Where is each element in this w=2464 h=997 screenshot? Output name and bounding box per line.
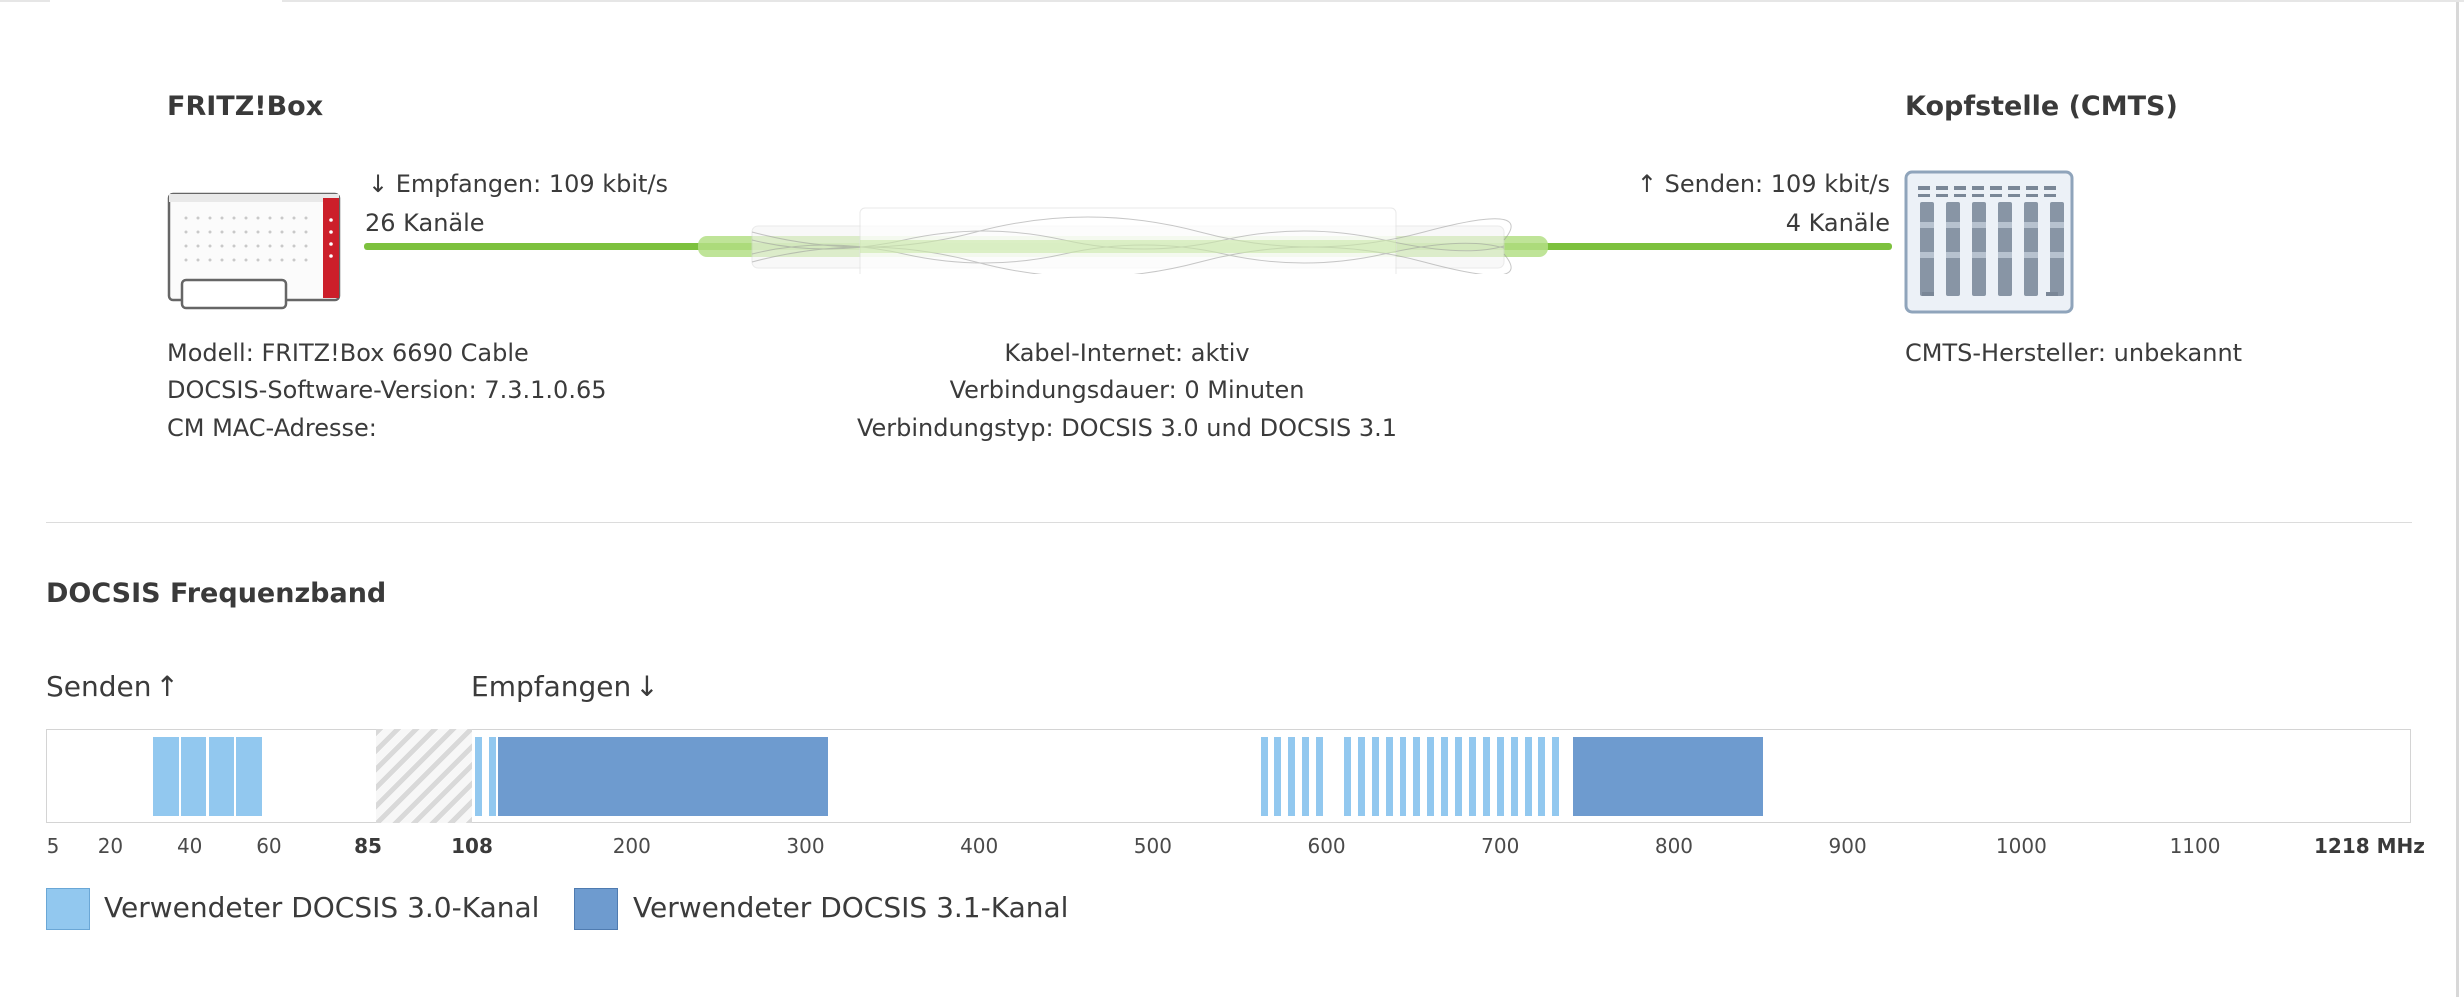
- downstream-docsis30-channel: [475, 737, 483, 816]
- downstream-docsis30-channel: [1427, 737, 1435, 816]
- docsis-version-text: DOCSIS-Software-Version: 7.3.1.0.65: [167, 376, 607, 404]
- legend-docsis31-swatch: [574, 888, 618, 930]
- band-title: DOCSIS Frequenzband: [46, 578, 387, 609]
- downstream-docsis30-channel: [1441, 737, 1449, 816]
- cmts-vendor: CMTS-Hersteller: unbekannt: [1905, 339, 2243, 367]
- arrow-up-icon: ↑: [155, 670, 179, 703]
- cmts-headend-icon: [1904, 170, 2074, 314]
- fritzbox-router-icon: [167, 192, 341, 310]
- active-tab-indicator: [50, 0, 282, 2]
- receive-band-label: Empfangen↓: [471, 670, 659, 703]
- mac-address-text: CM MAC-Adresse:: [167, 414, 377, 442]
- downstream-docsis30-channel: [1455, 737, 1463, 816]
- top-border: [0, 0, 2464, 2]
- downstream-docsis30-channel: [1316, 737, 1324, 816]
- downstream-docsis30-channel: [1482, 737, 1490, 816]
- legend-docsis31-label: Verwendeter DOCSIS 3.1-Kanal: [633, 891, 1069, 924]
- send-channels: 4 Kanäle: [1785, 209, 1890, 237]
- router-red-panel: [323, 198, 339, 298]
- downstream-docsis30-channel: [1524, 737, 1532, 816]
- downstream-docsis31-channel: [498, 737, 829, 816]
- downstream-docsis30-channel: [1274, 737, 1282, 816]
- cable-connection-graphic: [364, 207, 1892, 274]
- cmts-title: Kopfstelle (CMTS): [1905, 91, 2178, 122]
- section-divider: [46, 522, 2412, 523]
- axis-tick-label: 900: [1828, 834, 1867, 858]
- arrow-down-icon: ↓: [368, 170, 389, 198]
- downstream-docsis30-channel: [1371, 737, 1379, 816]
- send-band-label: Senden↑: [46, 670, 179, 703]
- axis-tick-label: 200: [612, 834, 651, 858]
- downstream-docsis30-channel: [1496, 737, 1504, 816]
- axis-tick-label: 300: [786, 834, 825, 858]
- axis-tick-label: 400: [960, 834, 999, 858]
- receive-channels: 26 Kanäle: [365, 209, 485, 237]
- model-text: Modell: FRITZ!Box 6690 Cable: [167, 339, 529, 367]
- downstream-docsis30-channel: [1260, 737, 1268, 816]
- axis-tick-label: 20: [97, 834, 124, 858]
- legend-docsis30-label: Verwendeter DOCSIS 3.0-Kanal: [104, 891, 540, 924]
- legend-docsis30-swatch: [46, 888, 90, 930]
- arrow-up-icon: ↑: [1636, 170, 1657, 198]
- connection-status: Kabel-Internet: aktiv: [1004, 339, 1250, 367]
- receive-rate: ↓ Empfangen: 109 kbit/s: [368, 170, 668, 198]
- send-rate-text: Senden: 109 kbit/s: [1664, 170, 1890, 198]
- downstream-docsis30-channel: [1510, 737, 1518, 816]
- downstream-docsis30-channel: [1357, 737, 1365, 816]
- downstream-docsis30-channel: [1399, 737, 1407, 816]
- downstream-docsis30-channel: [1385, 737, 1393, 816]
- send-rate: ↑ Senden: 109 kbit/s: [1637, 170, 1890, 198]
- axis-tick-label: 1218 MHz: [2314, 834, 2425, 858]
- downstream-docsis30-channel: [1302, 737, 1310, 816]
- downstream-docsis30-channel: [1343, 737, 1351, 816]
- connection-type: Verbindungstyp: DOCSIS 3.0 und DOCSIS 3.…: [856, 414, 1398, 442]
- upstream-docsis30-channel: [236, 737, 262, 816]
- downstream-docsis30-channel: [1288, 737, 1296, 816]
- axis-tick-label: 5: [46, 834, 60, 858]
- axis-tick-label: 1000: [1995, 834, 2047, 858]
- axis-tick-label: 108: [451, 834, 493, 858]
- upstream-docsis30-channel: [208, 737, 235, 816]
- axis-tick-label: 800: [1654, 834, 1694, 858]
- axis-tick-label: 85: [354, 834, 382, 858]
- downstream-docsis31-channel: [1573, 737, 1763, 816]
- fritzbox-title: FRITZ!Box: [167, 91, 324, 122]
- receive-band-text: Empfangen: [471, 670, 632, 703]
- downstream-docsis30-channel: [1538, 737, 1546, 816]
- axis-tick-label: 600: [1307, 834, 1346, 858]
- axis-tick-label: 500: [1133, 834, 1172, 858]
- axis-tick-label: 1100: [2169, 834, 2221, 858]
- arrow-down-icon: ↓: [635, 670, 659, 703]
- connection-duration: Verbindungsdauer: 0 Minuten: [949, 376, 1305, 404]
- unused-gap-hatch: [376, 729, 472, 823]
- downstream-docsis30-channel: [489, 737, 497, 816]
- upstream-docsis30-channel: [153, 737, 179, 816]
- axis-tick-label: 60: [256, 834, 282, 858]
- receive-rate-text: Empfangen: 109 kbit/s: [395, 170, 669, 198]
- downstream-docsis30-channel: [1413, 737, 1421, 816]
- axis-tick-label: 40: [176, 834, 203, 858]
- send-band-text: Senden: [46, 670, 152, 703]
- upstream-docsis30-channel: [180, 737, 207, 816]
- downstream-docsis30-channel: [1552, 737, 1560, 816]
- axis-tick-label: 700: [1481, 834, 1520, 858]
- downstream-docsis30-channel: [1469, 737, 1476, 816]
